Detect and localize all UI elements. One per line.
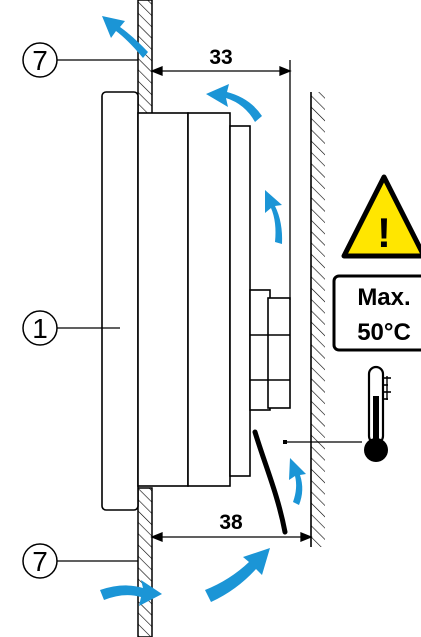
callout-device-number: 1 bbox=[32, 313, 48, 344]
max-temperature-box bbox=[332, 274, 421, 352]
callout-wall-top-number: 7 bbox=[32, 45, 48, 76]
airflow-arrow-icon bbox=[206, 84, 262, 122]
airflow-arrow-icon bbox=[102, 16, 148, 58]
max-temperature-line1: Max. bbox=[357, 284, 410, 311]
warning-symbol: ! bbox=[377, 209, 391, 256]
callout-wall-top bbox=[22, 42, 138, 78]
warning-triangle-icon bbox=[341, 174, 421, 259]
dimension-bottom bbox=[150, 532, 313, 542]
power-cable bbox=[252, 429, 288, 535]
dimension-bottom-label: 38 bbox=[219, 511, 243, 534]
airflow-arrow-icon bbox=[205, 548, 270, 602]
airflow-arrow-icon bbox=[265, 190, 283, 244]
callout-device bbox=[22, 310, 120, 346]
airflow-arrows bbox=[100, 16, 306, 606]
max-temperature-line2: 50°C bbox=[357, 319, 411, 346]
dimension-top bbox=[150, 60, 292, 300]
airflow-arrow-icon bbox=[289, 458, 306, 505]
device-body bbox=[101, 91, 291, 511]
rear-wall bbox=[310, 92, 325, 547]
thermometer-icon bbox=[364, 365, 391, 462]
dimension-top-label: 33 bbox=[209, 46, 232, 69]
airflow-arrow-icon bbox=[100, 580, 162, 606]
callout-wall-bottom bbox=[22, 543, 138, 579]
callout-wall-bottom-number: 7 bbox=[32, 546, 48, 577]
sensor-marker bbox=[283, 440, 362, 444]
